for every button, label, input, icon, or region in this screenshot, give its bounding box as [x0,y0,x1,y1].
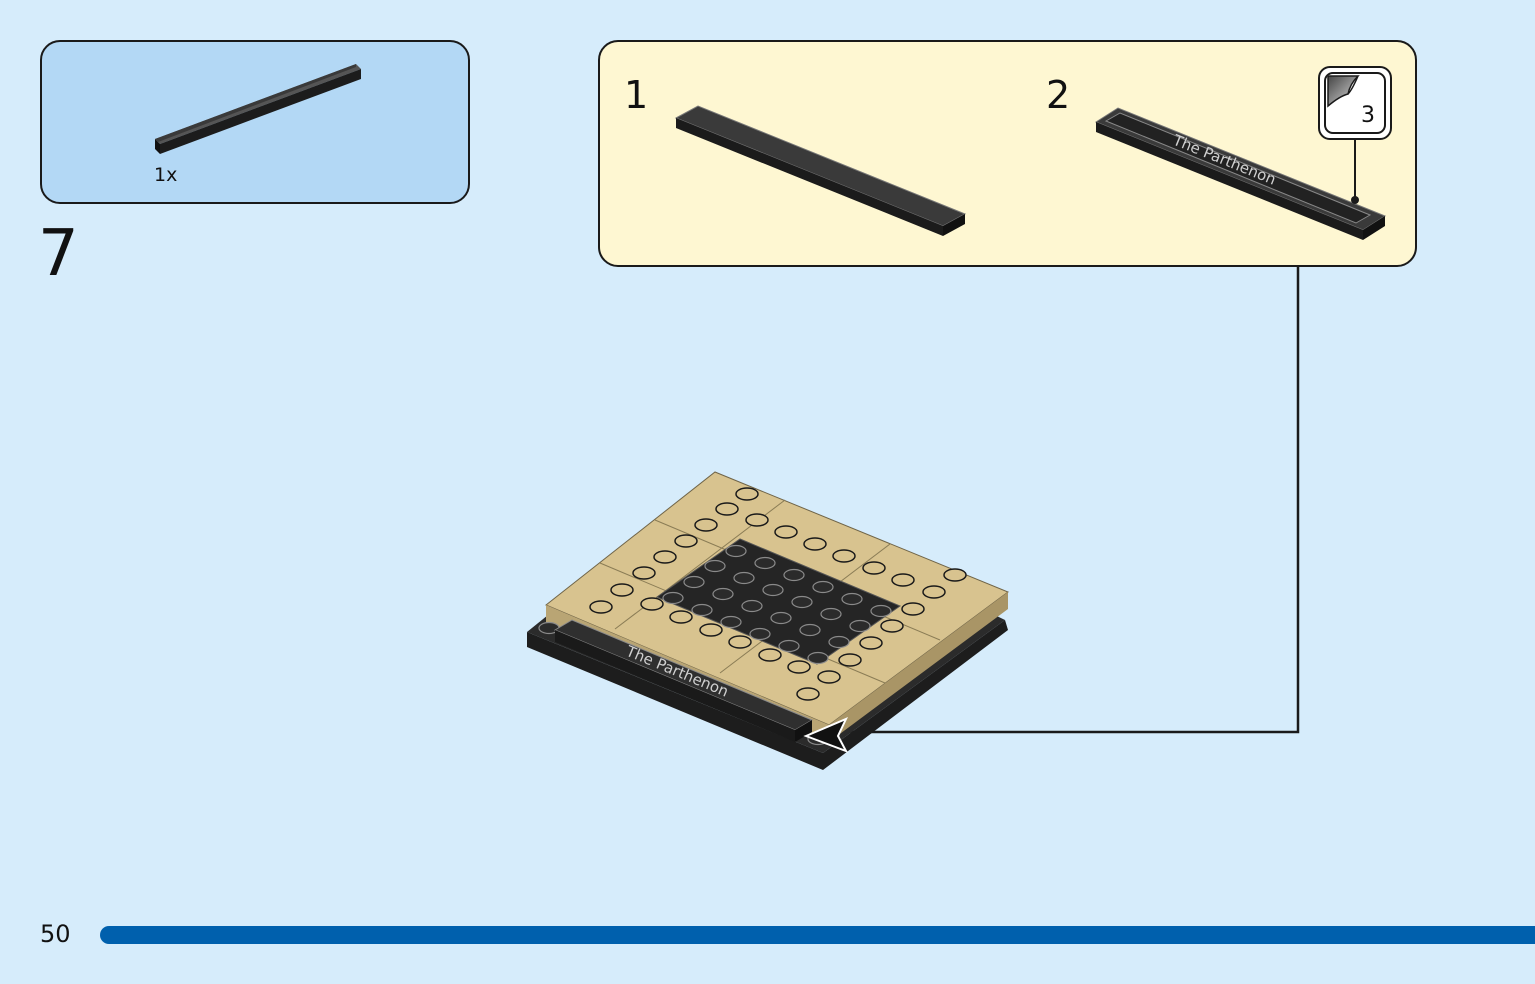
step-number: 7 [38,217,79,291]
name-tile-text: The Parthenon [623,642,732,701]
tile-step-1 [674,105,967,236]
sub-assembly-drawing: The Parthenon [674,105,1387,240]
sticker-callout-dot [1351,196,1359,204]
tile-step-2-with-sticker: The Parthenon [1094,107,1387,240]
page-number: 50 [40,920,71,948]
progress-bar [100,926,1535,944]
tile-1x8-black-part [155,64,361,154]
sub-assembly-box: 1 2 The Parthenon [598,40,1417,267]
sub-step-2-number: 2 [1046,73,1071,117]
sticker-callout: 3 [1318,66,1392,140]
black-base-plate [527,480,1008,770]
part-quantity: 1x [154,164,178,186]
name-tile: The Parthenon [553,619,814,742]
sub-step-1-number: 1 [624,73,649,117]
parts-list-box: 1x [40,40,470,204]
sticker-number: 3 [1361,103,1375,128]
base-studs [538,621,829,746]
progress-bar-fill [100,926,1535,944]
tan-plate [545,471,1010,742]
black-inner-plate [655,538,902,665]
sticker-icon: 3 [1324,72,1386,134]
connector-line [840,267,1300,734]
black-studs [662,544,892,665]
tan-studs [589,487,967,701]
placement-arrow [803,717,849,753]
